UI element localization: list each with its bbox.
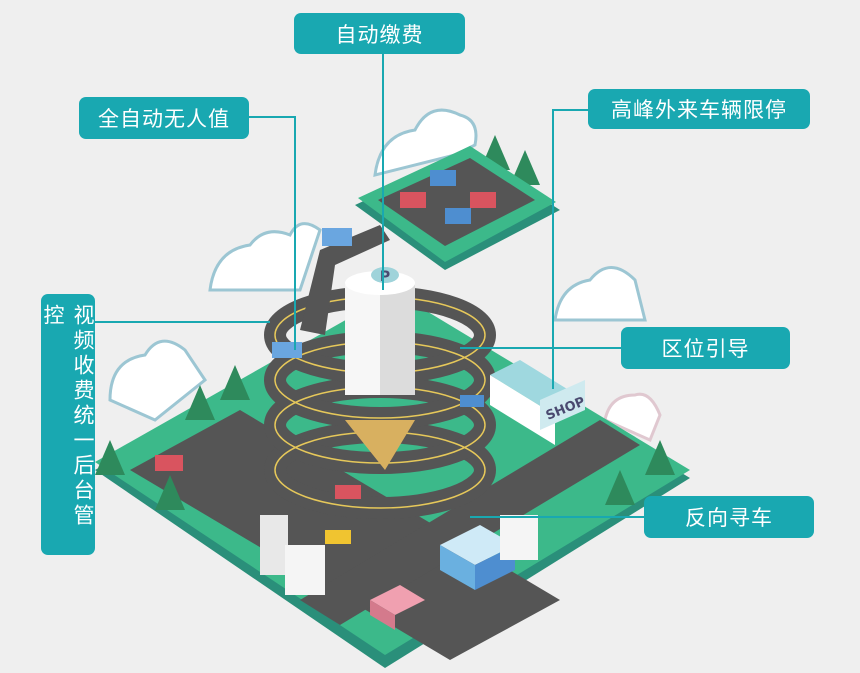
connector-line [470,516,644,518]
label-video-billing: 视频收费统一后台管控 [41,294,95,555]
connector-line [382,54,384,290]
label-peak-restriction: 高峰外来车辆限停 [588,89,810,129]
connector-line [249,116,295,118]
cloud [108,108,662,443]
connector-line [294,116,296,350]
connector-line [95,321,270,323]
parking-p-sign: P [380,269,390,285]
connector-line [552,109,554,389]
floating-parking-deck [300,146,560,335]
central-tower: P [345,267,415,470]
label-zone-guidance: 区位引导 [621,327,790,369]
city-buildings [260,515,538,630]
connector-line [552,109,588,111]
label-auto-payment: 自动缴费 [294,13,465,54]
label-reverse-car-search: 反向寻车 [644,496,814,538]
label-fully-unattended: 全自动无人值 [79,97,249,139]
connector-line [460,347,621,349]
cars [155,342,484,544]
